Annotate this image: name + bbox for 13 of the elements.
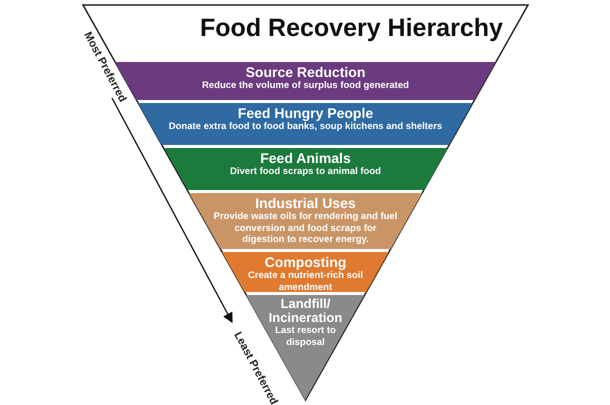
- band-heading: Feed Animals: [259, 150, 352, 166]
- band-description: Last resort to disposal: [274, 325, 337, 348]
- band-heading: Composting: [264, 254, 348, 270]
- band-heading: Landfill/ Incineration: [268, 297, 344, 325]
- band-description: Donate extra food to food banks, soup kitchens and shelters: [168, 121, 444, 132]
- band-description: Create a nutrient-rich soil amendment: [246, 270, 364, 293]
- band-heading: Feed Hungry People: [236, 105, 374, 121]
- band-description: Provide waste oils for rendering and fuel conversion and food scraps for digestion to recover energy.: [212, 211, 398, 246]
- band-heading: Industrial Uses: [254, 195, 357, 211]
- band-description: Reduce the volume of surplus food generated: [201, 80, 410, 92]
- band-heading: Source Reduction: [244, 64, 366, 80]
- band-description: Divert food scraps to animal food: [229, 166, 382, 178]
- title: Food Recovery Hierarchy: [200, 14, 503, 43]
